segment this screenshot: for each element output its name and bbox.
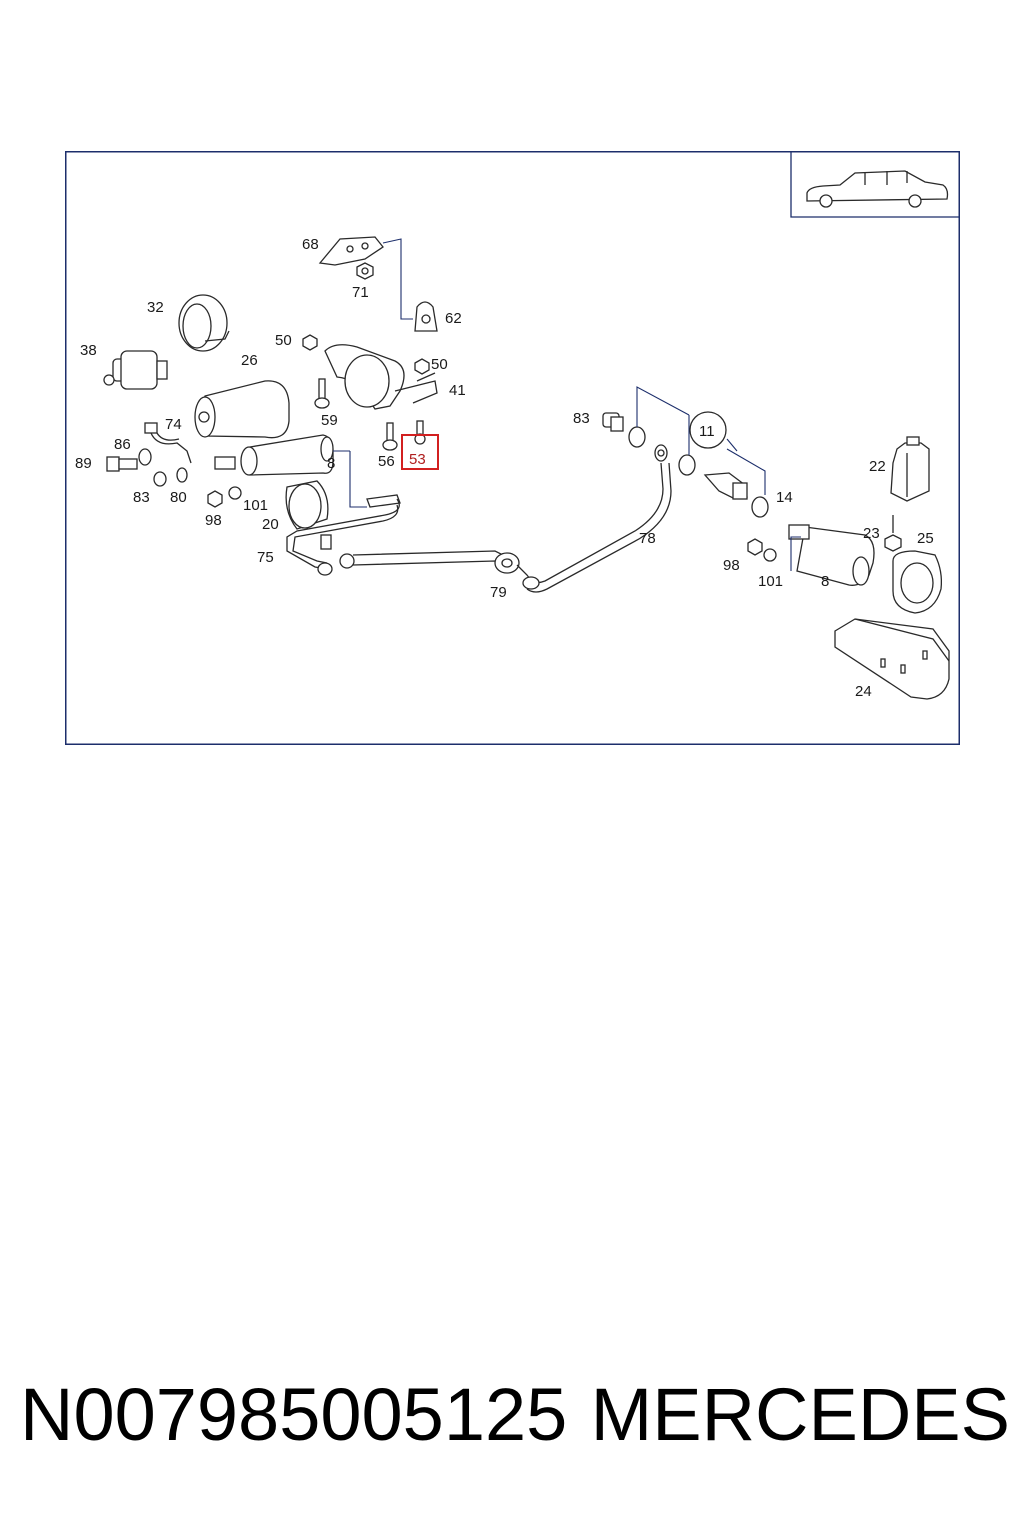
label-74: 74 [165, 416, 182, 433]
accumulator-26 [194, 380, 290, 439]
part-number: N007985005125 [20, 1373, 568, 1456]
label-59: 59 [321, 412, 338, 429]
bracket-68 [318, 236, 384, 266]
highlight-box-53 [401, 434, 439, 470]
pump-8-left [214, 434, 334, 476]
washer-86 [138, 448, 152, 466]
diagram-border [65, 151, 960, 745]
label-32: 32 [147, 299, 164, 316]
label-80: 80 [170, 489, 187, 506]
screw-23 [884, 515, 902, 552]
washer-right-b [678, 454, 696, 476]
label-75: 75 [257, 549, 274, 566]
label-23: 23 [863, 525, 880, 542]
label-53: 53 [409, 451, 426, 468]
grommet-79 [494, 552, 534, 584]
regulator-38 [103, 350, 168, 390]
washer-101-right [763, 548, 777, 562]
ring-32 [178, 294, 230, 352]
label-71: 71 [352, 284, 369, 301]
label-78: 78 [639, 530, 656, 547]
mount-62 [414, 301, 438, 332]
label-98-right: 98 [723, 557, 740, 574]
label-25: 25 [917, 530, 934, 547]
label-24: 24 [855, 683, 872, 700]
label-68: 68 [302, 236, 319, 253]
label-101-right: 101 [758, 573, 783, 590]
connector-11 [703, 472, 748, 500]
nut-50-right [414, 358, 430, 375]
fitting-83-left [153, 471, 167, 487]
label-26: 26 [241, 352, 258, 369]
bolt-56 [382, 422, 398, 451]
lead-74 [144, 422, 192, 464]
label-20: 20 [262, 516, 279, 533]
pump-8-right [788, 524, 875, 586]
nut-50-left [302, 334, 318, 351]
vehicle-thumbnail [790, 151, 959, 218]
label-101-left: 101 [243, 497, 268, 514]
washer-101-left [228, 486, 242, 500]
banjo-bolt-89 [106, 456, 138, 472]
washer-14 [751, 496, 769, 518]
label-11: 11 [699, 423, 715, 440]
label-8-right: 8 [821, 573, 829, 590]
label-79: 79 [490, 584, 507, 601]
label-83-right: 83 [573, 410, 590, 427]
label-41: 41 [449, 382, 466, 399]
bracket-22 [890, 436, 930, 502]
clamp-25 [892, 550, 943, 614]
stud-53 [414, 420, 426, 445]
label-50-right: 50 [431, 356, 448, 373]
label-8-left: 8 [327, 455, 335, 472]
label-14: 14 [776, 489, 793, 506]
nut-71 [356, 262, 374, 280]
bolt-59 [314, 378, 330, 409]
cover-24 [834, 618, 950, 700]
label-98-left: 98 [205, 512, 222, 529]
label-56: 56 [378, 453, 395, 470]
washer-right-a [628, 426, 646, 448]
label-38: 38 [80, 342, 97, 359]
label-89: 89 [75, 455, 92, 472]
label-22: 22 [869, 458, 886, 475]
parts-diagram: 68 71 62 32 38 26 50 50 41 59 74 86 89 8… [65, 151, 960, 745]
label-86: 86 [114, 436, 131, 453]
label-62: 62 [445, 310, 462, 327]
brand-name: MERCEDES [590, 1373, 1010, 1456]
label-50-left: 50 [275, 332, 292, 349]
caption-bar: N007985005125 MERCEDES [20, 1372, 1010, 1457]
clamp-41 [324, 344, 438, 410]
group-circle-11 [689, 411, 727, 449]
nut-98-left [207, 490, 223, 508]
washer-80 [176, 467, 188, 483]
fitting-83-right [602, 412, 624, 432]
label-83-left: 83 [133, 489, 150, 506]
nut-98-right [747, 538, 763, 556]
fuel-line-78 [522, 444, 672, 593]
sleeve-20 [285, 480, 329, 530]
